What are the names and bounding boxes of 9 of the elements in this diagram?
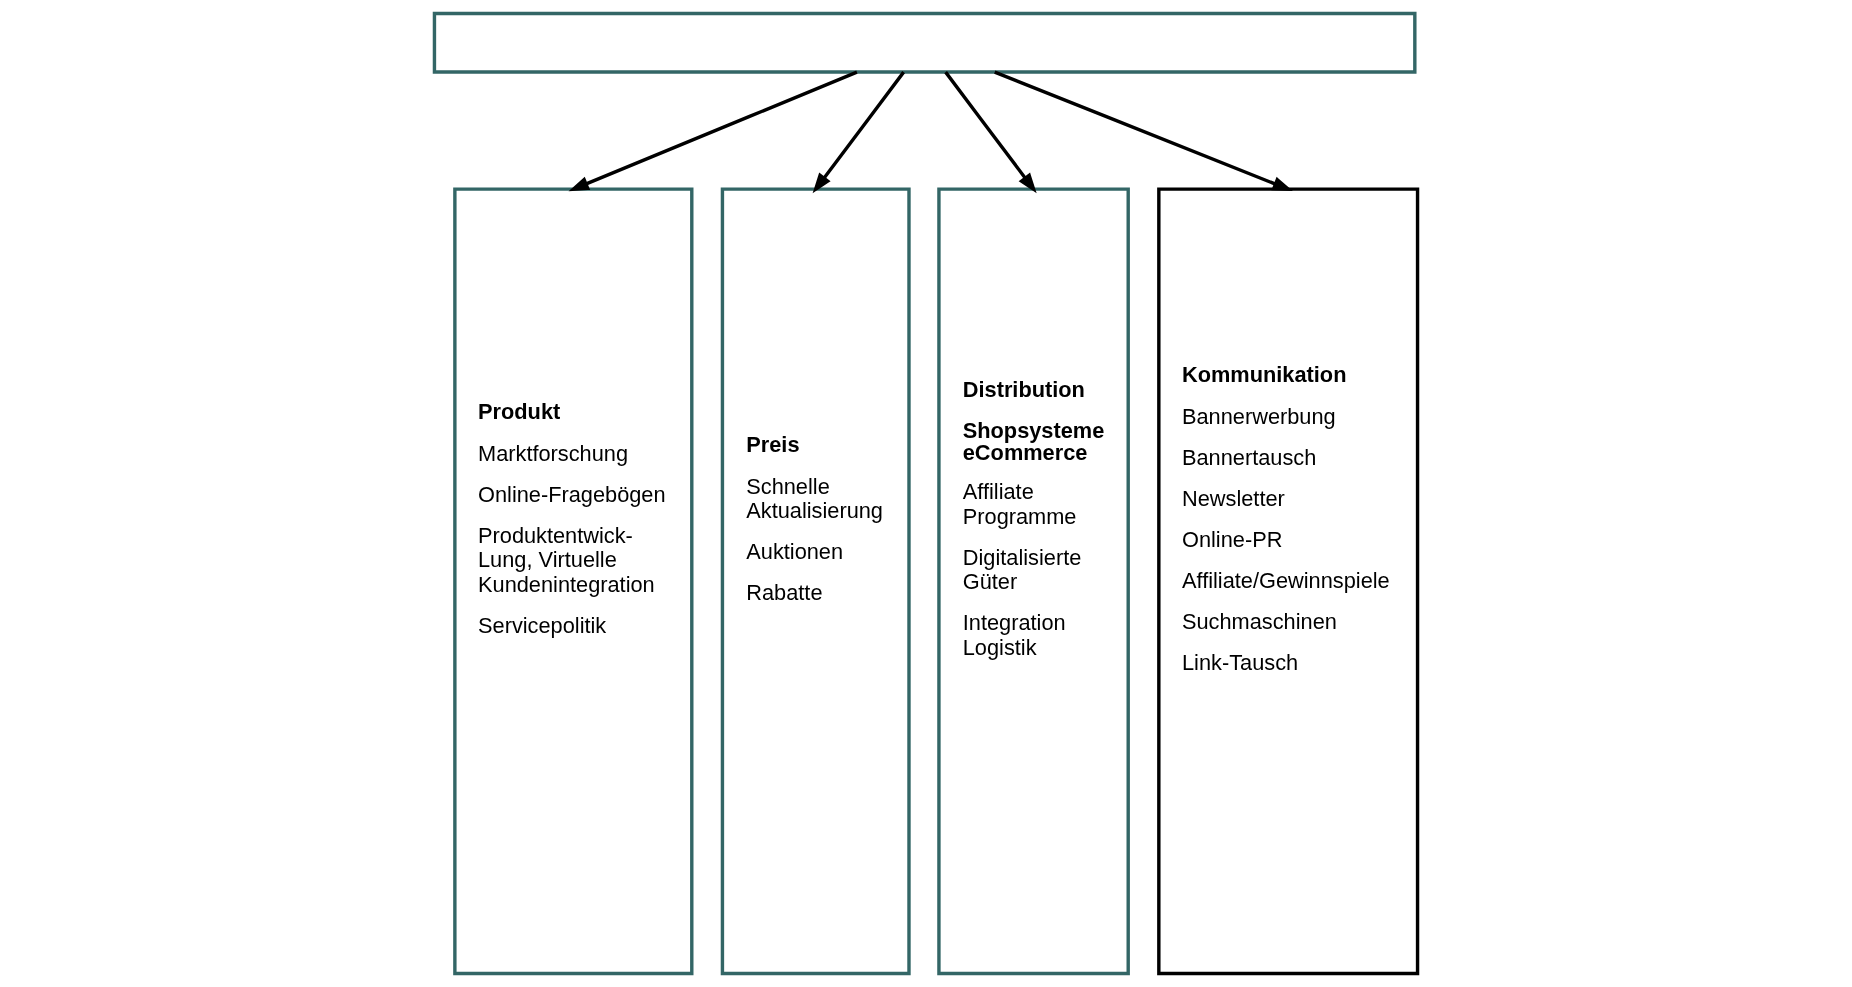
arrow: [812, 71, 905, 194]
arrow: [944, 71, 1037, 194]
node-box: Produkt Marktforschung Online-Fragebögen Produktentwick- Lung, Virtuelle Kundenintegration Servicepolitik: [453, 187, 694, 976]
node-box: Preis Schnelle Aktualisierung Auktionen Rabatte: [720, 187, 911, 976]
node-box: Kommunikation Bannerwerbung Bannertausch Newsletter Online-PR Affiliate/Gewinnspiele Suchmaschinen Link-Tausch: [1157, 187, 1420, 976]
arrow: [994, 70, 1293, 192]
node-box: Distribution Shopsysteme eCommerce Affiliate Programme Digitalisierte Güter Integration Logistik: [937, 187, 1130, 976]
node-box: [432, 11, 1417, 74]
arrow: [568, 70, 858, 192]
